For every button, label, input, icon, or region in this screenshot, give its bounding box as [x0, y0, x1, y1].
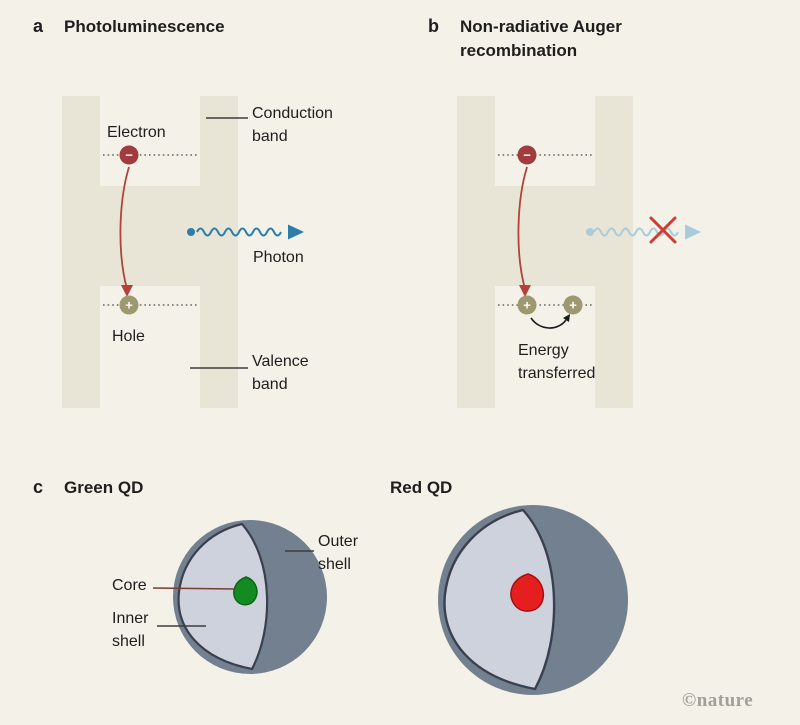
barrier-right-a — [200, 96, 238, 408]
nature-credit: ©nature — [682, 690, 754, 711]
inner-shell-label-line1: Inner — [112, 610, 149, 627]
energy-transferred-label-line1: Energy — [518, 342, 569, 359]
red-qd-title: Red QD — [390, 478, 453, 497]
electron-label: Electron — [107, 124, 166, 141]
minus-icon: − — [125, 147, 133, 163]
conduction-band-label-line2: band — [252, 128, 288, 145]
core-pointer-line — [152, 587, 237, 590]
photon-origin-dot — [187, 228, 195, 236]
recombination-arrow-a — [119, 166, 130, 290]
hole-particle-b2 — [563, 295, 583, 315]
hole-particle-b1 — [517, 295, 537, 315]
energy-transferred-label-line2: transferred — [518, 365, 596, 382]
panel-c-letter: c — [33, 477, 44, 497]
plus-icon: + — [569, 297, 577, 313]
inner-shell-label-line2: shell — [112, 633, 145, 650]
barrier-left-a — [62, 96, 100, 408]
green-qd-core — [233, 576, 258, 606]
cross-icon — [649, 216, 677, 244]
panel-b-band-diagram — [457, 96, 701, 408]
minus-icon: − — [523, 147, 531, 163]
panel-a-title: Photoluminescence — [64, 17, 225, 36]
valence-band-label-line2: band — [252, 376, 288, 393]
barrier-right-b — [595, 96, 633, 408]
electron-particle-a — [119, 145, 139, 165]
blocked-photon-origin-dot — [586, 228, 594, 236]
recombination-arrowhead-a — [121, 285, 133, 297]
panel-b-title-line1: Non-radiative Auger — [460, 17, 622, 36]
red-qd-core — [510, 573, 545, 612]
panel-b-title-line2: recombination — [460, 41, 578, 60]
bandgap-middle-a — [98, 186, 202, 286]
core-label: Core — [112, 577, 147, 594]
electron-particle-b — [517, 145, 537, 165]
hole-label: Hole — [112, 328, 145, 345]
recombination-arrowhead-b — [519, 285, 531, 297]
panel-c-quantum-dots — [152, 505, 628, 695]
energy-transfer-arrowhead — [563, 314, 570, 322]
outer-shell-label-line1: Outer — [318, 533, 359, 550]
plus-icon: + — [523, 297, 531, 313]
plus-icon: + — [125, 297, 133, 313]
blocked-photon-arrowhead — [685, 224, 701, 240]
hole-particle-a — [119, 295, 139, 315]
recombination-arrow-b — [517, 166, 528, 290]
photon-wave — [196, 227, 282, 237]
photon-label: Photon — [253, 249, 304, 266]
panel-b-letter: b — [428, 16, 439, 36]
valence-band-label-line1: Valence — [252, 353, 309, 370]
panel-a-letter: a — [33, 16, 44, 36]
green-qd-inner-shell — [177, 522, 269, 671]
conduction-band-label-line1: Conduction — [252, 105, 333, 122]
red-qd-inner-shell — [443, 508, 556, 691]
outer-shell-label-line2: shell — [318, 556, 351, 573]
bandgap-middle-b — [493, 186, 597, 286]
photon-arrowhead — [288, 224, 304, 240]
panel-a-band-diagram — [62, 96, 304, 408]
energy-transfer-arrow — [530, 317, 567, 329]
barrier-left-b — [457, 96, 495, 408]
green-qd-title: Green QD — [64, 478, 144, 497]
